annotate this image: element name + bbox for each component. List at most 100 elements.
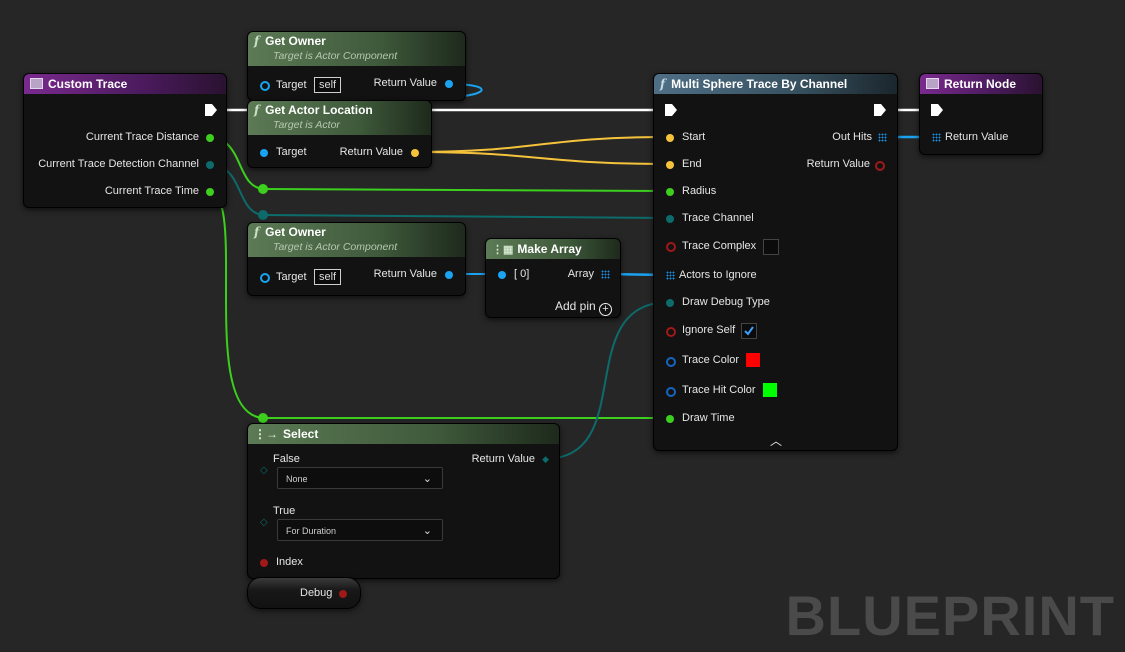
bool-pin[interactable] bbox=[260, 559, 268, 567]
true-label: True bbox=[273, 505, 296, 517]
node-title: Return Node bbox=[944, 77, 1016, 91]
ignore-self-checkbox[interactable] bbox=[741, 323, 757, 339]
float-pin[interactable] bbox=[666, 415, 674, 423]
check-icon bbox=[744, 326, 754, 336]
exec-in-pin[interactable] bbox=[664, 103, 678, 117]
input-label: End bbox=[682, 158, 702, 170]
node-title: Get Owner bbox=[265, 225, 326, 239]
trace-color-swatch[interactable] bbox=[746, 353, 760, 367]
bool-pin[interactable] bbox=[666, 327, 676, 337]
object-pin[interactable] bbox=[260, 273, 270, 283]
return-value-label: Return Value bbox=[373, 268, 437, 280]
return-value-label: Return Value bbox=[339, 146, 403, 158]
input-label: Trace Complex bbox=[682, 240, 757, 252]
return-node[interactable]: Return Node Return Value bbox=[919, 73, 1043, 155]
byte-output-pin[interactable]: ◆ bbox=[542, 454, 549, 464]
return-icon bbox=[926, 78, 939, 89]
exec-out-pin[interactable] bbox=[204, 103, 218, 117]
bool-pin[interactable] bbox=[666, 242, 676, 252]
custom-trace-title: Custom Trace bbox=[48, 77, 128, 91]
object-pin[interactable] bbox=[260, 149, 268, 157]
false-label: False bbox=[273, 453, 300, 465]
node-subtitle: Target is Actor Component bbox=[273, 50, 398, 62]
array-output-label: Array bbox=[567, 268, 594, 280]
input-label: Actors to Ignore bbox=[679, 269, 757, 281]
float-pin[interactable] bbox=[206, 188, 214, 196]
custom-trace-node[interactable]: Custom Trace Current Trace Distance Curr… bbox=[23, 73, 227, 208]
input-label: Return Value bbox=[945, 131, 1009, 143]
byte-pin[interactable] bbox=[206, 161, 214, 169]
output-label: Return Value bbox=[806, 158, 870, 170]
return-value-label: Return Value bbox=[373, 77, 437, 89]
object-pin[interactable] bbox=[445, 271, 453, 279]
target-self-input[interactable]: self bbox=[314, 269, 342, 285]
vector-wire-end bbox=[411, 151, 671, 165]
target-self-input[interactable]: self bbox=[314, 77, 342, 93]
float-pin[interactable] bbox=[666, 188, 674, 196]
object-pin[interactable] bbox=[260, 81, 270, 91]
output-label: Out Hits bbox=[832, 131, 872, 143]
reroute-float-1 bbox=[258, 184, 268, 194]
debug-variable-node[interactable]: Debug bbox=[247, 577, 361, 609]
vector-pin[interactable] bbox=[666, 134, 674, 142]
input-label: Draw Time bbox=[682, 412, 735, 424]
object-pin[interactable] bbox=[498, 271, 506, 279]
make-array-icon: ⋮▦ bbox=[492, 244, 514, 256]
node-title: Multi Sphere Trace By Channel bbox=[671, 77, 848, 91]
bool-pin[interactable] bbox=[875, 161, 885, 171]
byte-wire-draw-debug bbox=[543, 301, 671, 460]
event-icon bbox=[30, 78, 43, 89]
target-label: Target bbox=[276, 146, 307, 158]
array-pin[interactable] bbox=[932, 133, 941, 142]
variable-label: Debug bbox=[300, 587, 333, 599]
object-pin[interactable] bbox=[445, 80, 453, 88]
byte-pin[interactable] bbox=[666, 299, 674, 307]
function-icon: f bbox=[254, 34, 260, 48]
node-subtitle: Target is Actor bbox=[273, 119, 340, 131]
vector-pin[interactable] bbox=[411, 149, 419, 157]
output-label: Current Trace Detection Channel bbox=[38, 158, 199, 170]
reroute-float-2 bbox=[258, 413, 268, 423]
exec-in-pin[interactable] bbox=[930, 103, 944, 117]
node-title: Make Array bbox=[517, 242, 582, 256]
function-icon: f bbox=[660, 77, 666, 91]
input-label: Draw Debug Type bbox=[682, 296, 770, 308]
collapse-chevron-icon[interactable]: ︿ bbox=[770, 434, 783, 448]
byte-pin[interactable] bbox=[666, 215, 674, 223]
node-subtitle: Target is Actor Component bbox=[273, 241, 398, 253]
exec-out-pin[interactable] bbox=[873, 103, 887, 117]
false-value-dropdown[interactable]: None⌄ bbox=[277, 467, 443, 489]
array-pin[interactable] bbox=[601, 270, 610, 279]
array-index-label: [ 0] bbox=[514, 268, 530, 280]
color-pin[interactable] bbox=[666, 357, 676, 367]
input-label: Trace Hit Color bbox=[682, 384, 756, 396]
target-label: Target bbox=[276, 79, 307, 91]
input-label: Trace Channel bbox=[682, 212, 754, 224]
input-label: Radius bbox=[682, 185, 717, 197]
color-pin[interactable] bbox=[666, 387, 676, 397]
node-title: Get Actor Location bbox=[265, 103, 373, 117]
wildcard-pin-icon[interactable]: ◇ bbox=[260, 465, 268, 476]
input-label: Trace Color bbox=[682, 354, 740, 366]
float-pin[interactable] bbox=[206, 134, 214, 142]
node-title: Get Owner bbox=[265, 34, 326, 48]
array-pin[interactable] bbox=[666, 271, 675, 280]
chevron-down-icon: ⌄ bbox=[422, 473, 432, 485]
target-label: Target bbox=[276, 271, 307, 283]
array-pin[interactable] bbox=[878, 133, 887, 142]
multi-sphere-trace-node[interactable]: f Multi Sphere Trace By Channel Start End… bbox=[653, 73, 898, 451]
bool-pin[interactable] bbox=[339, 590, 347, 598]
output-label: Current Trace Time bbox=[104, 185, 199, 197]
wildcard-pin-icon[interactable]: ◇ bbox=[260, 517, 268, 528]
input-label: Start bbox=[682, 131, 706, 143]
make-array-node[interactable]: ⋮▦Make Array [ 0] Array Add pin + bbox=[485, 238, 621, 318]
select-node[interactable]: ⋮→Select False ◇ None⌄ True ◇ For Durati… bbox=[247, 423, 560, 579]
add-pin-button[interactable]: Add pin + bbox=[555, 299, 612, 316]
true-value-dropdown[interactable]: For Duration⌄ bbox=[277, 519, 443, 541]
trace-complex-checkbox[interactable] bbox=[763, 239, 779, 255]
vector-pin[interactable] bbox=[666, 161, 674, 169]
trace-hit-color-swatch[interactable] bbox=[763, 383, 777, 397]
